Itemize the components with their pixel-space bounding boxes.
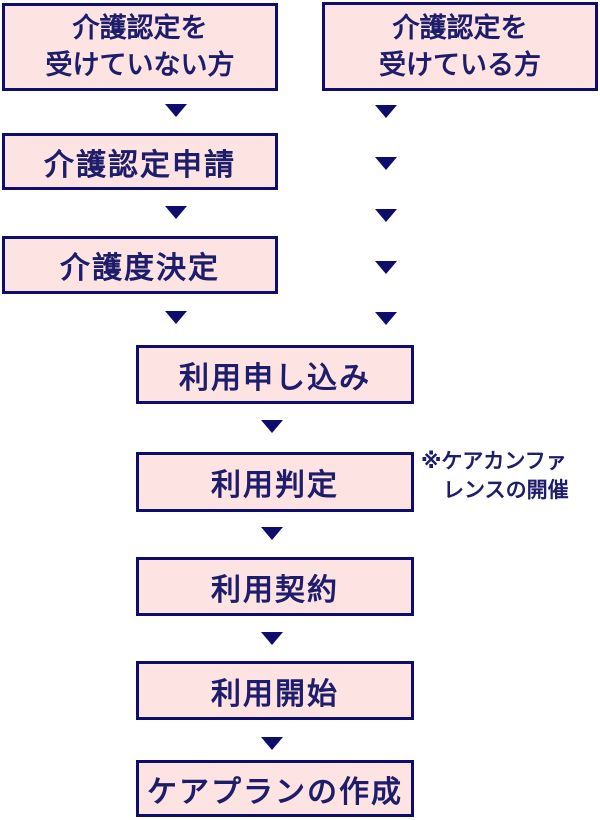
note-care-conference-line1: ※ケアカンファ (421, 449, 567, 473)
down-arrow-icon (261, 737, 283, 750)
flow-box-care-level-decision: 介護度決定 (2, 236, 278, 294)
note-care-conference-line2: レンスの開催 (443, 478, 569, 502)
down-arrow-icon (375, 157, 397, 170)
down-arrow-icon (375, 209, 397, 222)
flow-box-certification-application: 介護認定申請 (2, 133, 278, 190)
flow-box-use-judgement: 利用判定 (136, 452, 414, 512)
down-arrow-icon (165, 311, 187, 324)
down-arrow-icon (375, 312, 397, 325)
flow-box-not-certified: 介護認定を 受けていない方 (2, 3, 278, 91)
flow-box-use-contract: 利用契約 (136, 557, 414, 616)
down-arrow-icon (261, 527, 283, 540)
flow-box-use-start: 利用開始 (136, 661, 414, 720)
flow-box-certified: 介護認定を 受けている方 (322, 2, 598, 91)
flow-box-use-application: 利用申し込み (136, 345, 414, 404)
down-arrow-icon (165, 104, 187, 117)
down-arrow-icon (261, 632, 283, 645)
note-care-conference: ※ケアカンファ レンスの開催 (421, 447, 569, 505)
flow-box-care-plan-creation: ケアプランの作成 (136, 760, 414, 817)
down-arrow-icon (165, 206, 187, 219)
down-arrow-icon (375, 105, 397, 118)
down-arrow-icon (375, 261, 397, 274)
down-arrow-icon (261, 420, 283, 433)
